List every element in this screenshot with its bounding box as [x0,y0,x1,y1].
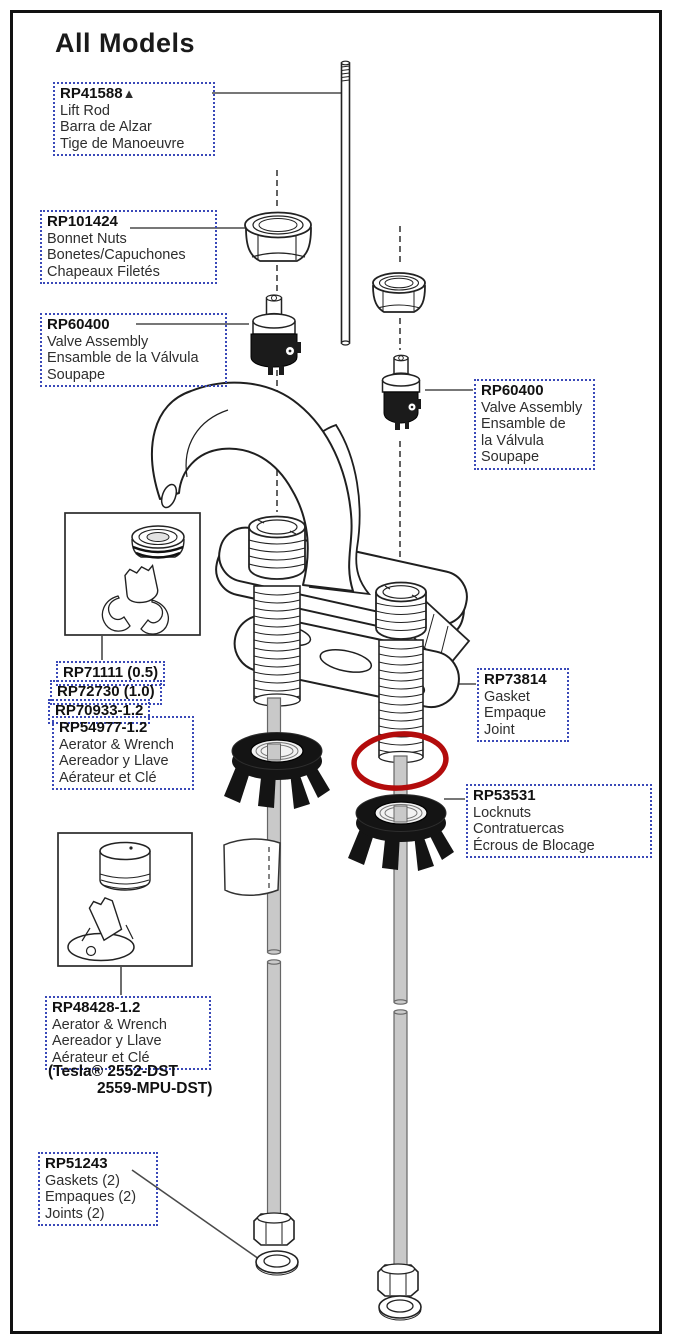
faucet-body [151,381,471,671]
label-line: Aérateur et Clé [52,1049,150,1066]
triangle-marker: ▲ [122,86,136,101]
part-number: RP41588 [60,85,123,102]
part-label-aerator-10: RP72730 (1.0) [50,680,162,705]
tesla-model-note-line2: 2559-MPU-DST) [97,1080,213,1097]
label-line: Aerator & Wrench [52,1016,167,1033]
label-line: Locknuts [473,804,532,821]
part-number: RP101424 [47,213,118,230]
label-line: Ensamble de [481,416,566,432]
part-label-aerator-12a: RP70933-1.2 [48,699,151,724]
aerator-icon [131,525,185,559]
bottom-gasket-right [378,1295,422,1321]
part-label-locknuts: RP53531 Locknuts Contratuercas Écrous de… [466,784,652,858]
part-label-bottom-gaskets: RP51243 Gaskets (2) Empaques (2) Joints … [38,1152,158,1226]
lift-rod [340,60,351,346]
label-line: Écrous de Blocage [473,837,595,854]
label-line: Aérateur et Clé [59,769,157,786]
aerator-icon [99,841,151,891]
label-line: Empaques (2) [45,1189,137,1205]
part-number: RP60400 [47,316,110,333]
part-number: RP53531 [473,787,536,804]
tube-nut-left [253,1212,295,1246]
part-label-bonnet-nuts: RP101424 Bonnet Nuts Bonetes/Capuchones … [40,210,217,284]
page-border [10,10,662,1334]
leader-lines [101,92,476,1260]
bonnet-nut-left [244,211,312,262]
red-highlight-ellipse [351,731,449,791]
valve-cartridge-right [381,354,421,430]
locknut-right [347,793,455,872]
part-number: RP73814 [484,671,547,688]
label-line: Barra de Alzar [60,119,152,135]
spout [151,381,354,592]
part-label-valve-right: RP60400 Valve Assembly Ensamble de la Vá… [474,379,595,470]
label-line: Ensamble de la Válvula [47,350,199,366]
part-label-aerator-12b: RP54977-1.2 Aerator & Wrench Aereador y … [52,716,194,790]
part-label-gasket: RP73814 Gasket Empaque Joint [477,668,569,742]
label-line: Gaskets (2) [45,1172,120,1189]
tube-tag [223,838,281,896]
tube-nut-right [377,1263,419,1297]
label-line: Contratuercas [473,821,565,837]
label-line: Joints (2) [45,1205,105,1222]
bonnet-nut-right [372,272,426,313]
label-line: Empaque [484,705,547,721]
part-number: RP54977-1.2 [59,719,148,736]
wrench-icon [67,896,135,962]
aerator-callout-box-top [64,512,201,636]
label-line: Soupape [47,366,106,383]
label-line: Aerator & Wrench [59,736,174,753]
label-line: Tige de Manoeuvre [60,135,185,152]
label-line: Aereador y Llave [59,753,169,769]
right-hub [375,581,427,640]
page-title: All Models [55,28,196,58]
label-line: Soupape [481,449,540,465]
label-line: Chapeaux Filetés [47,263,160,280]
part-number: RP51243 [45,1155,108,1172]
right-shank [378,639,424,764]
label-line: Aereador y Llave [52,1033,162,1049]
part-label-aerator-tesla: RP48428-1.2 Aerator & Wrench Aereador y … [45,996,211,1070]
part-label-aerator-05: RP71111 (0.5) [56,661,166,686]
wrench-icon [101,563,169,635]
valve-cartridge-left [250,294,301,375]
label-line: Bonetes/Capuchones [47,247,186,263]
part-number: RP60400 [481,382,544,399]
bottom-gasket-left [255,1250,299,1276]
aerator-callout-box-bottom [57,832,193,967]
part-label-valve-left: RP60400 Valve Assembly Ensamble de la Vá… [40,313,227,387]
label-line: la Válvula [481,432,544,449]
left-shank [253,585,301,707]
label-line: Valve Assembly [481,399,583,416]
left-hub [248,515,306,580]
part-number: RP48428-1.2 [52,999,141,1016]
label-line: Gasket [484,688,530,705]
label-line: Joint [484,721,515,738]
label-line: Lift Rod [60,102,110,119]
label-line: Valve Assembly [47,333,149,350]
locknut-left [223,731,331,810]
part-label-lift-rod: RP41588▲ Lift Rod Barra de Alzar Tige de… [53,82,215,156]
tesla-model-note-line1: (Tesla® 2552-DST [48,1063,179,1080]
label-line: Bonnet Nuts [47,230,127,247]
